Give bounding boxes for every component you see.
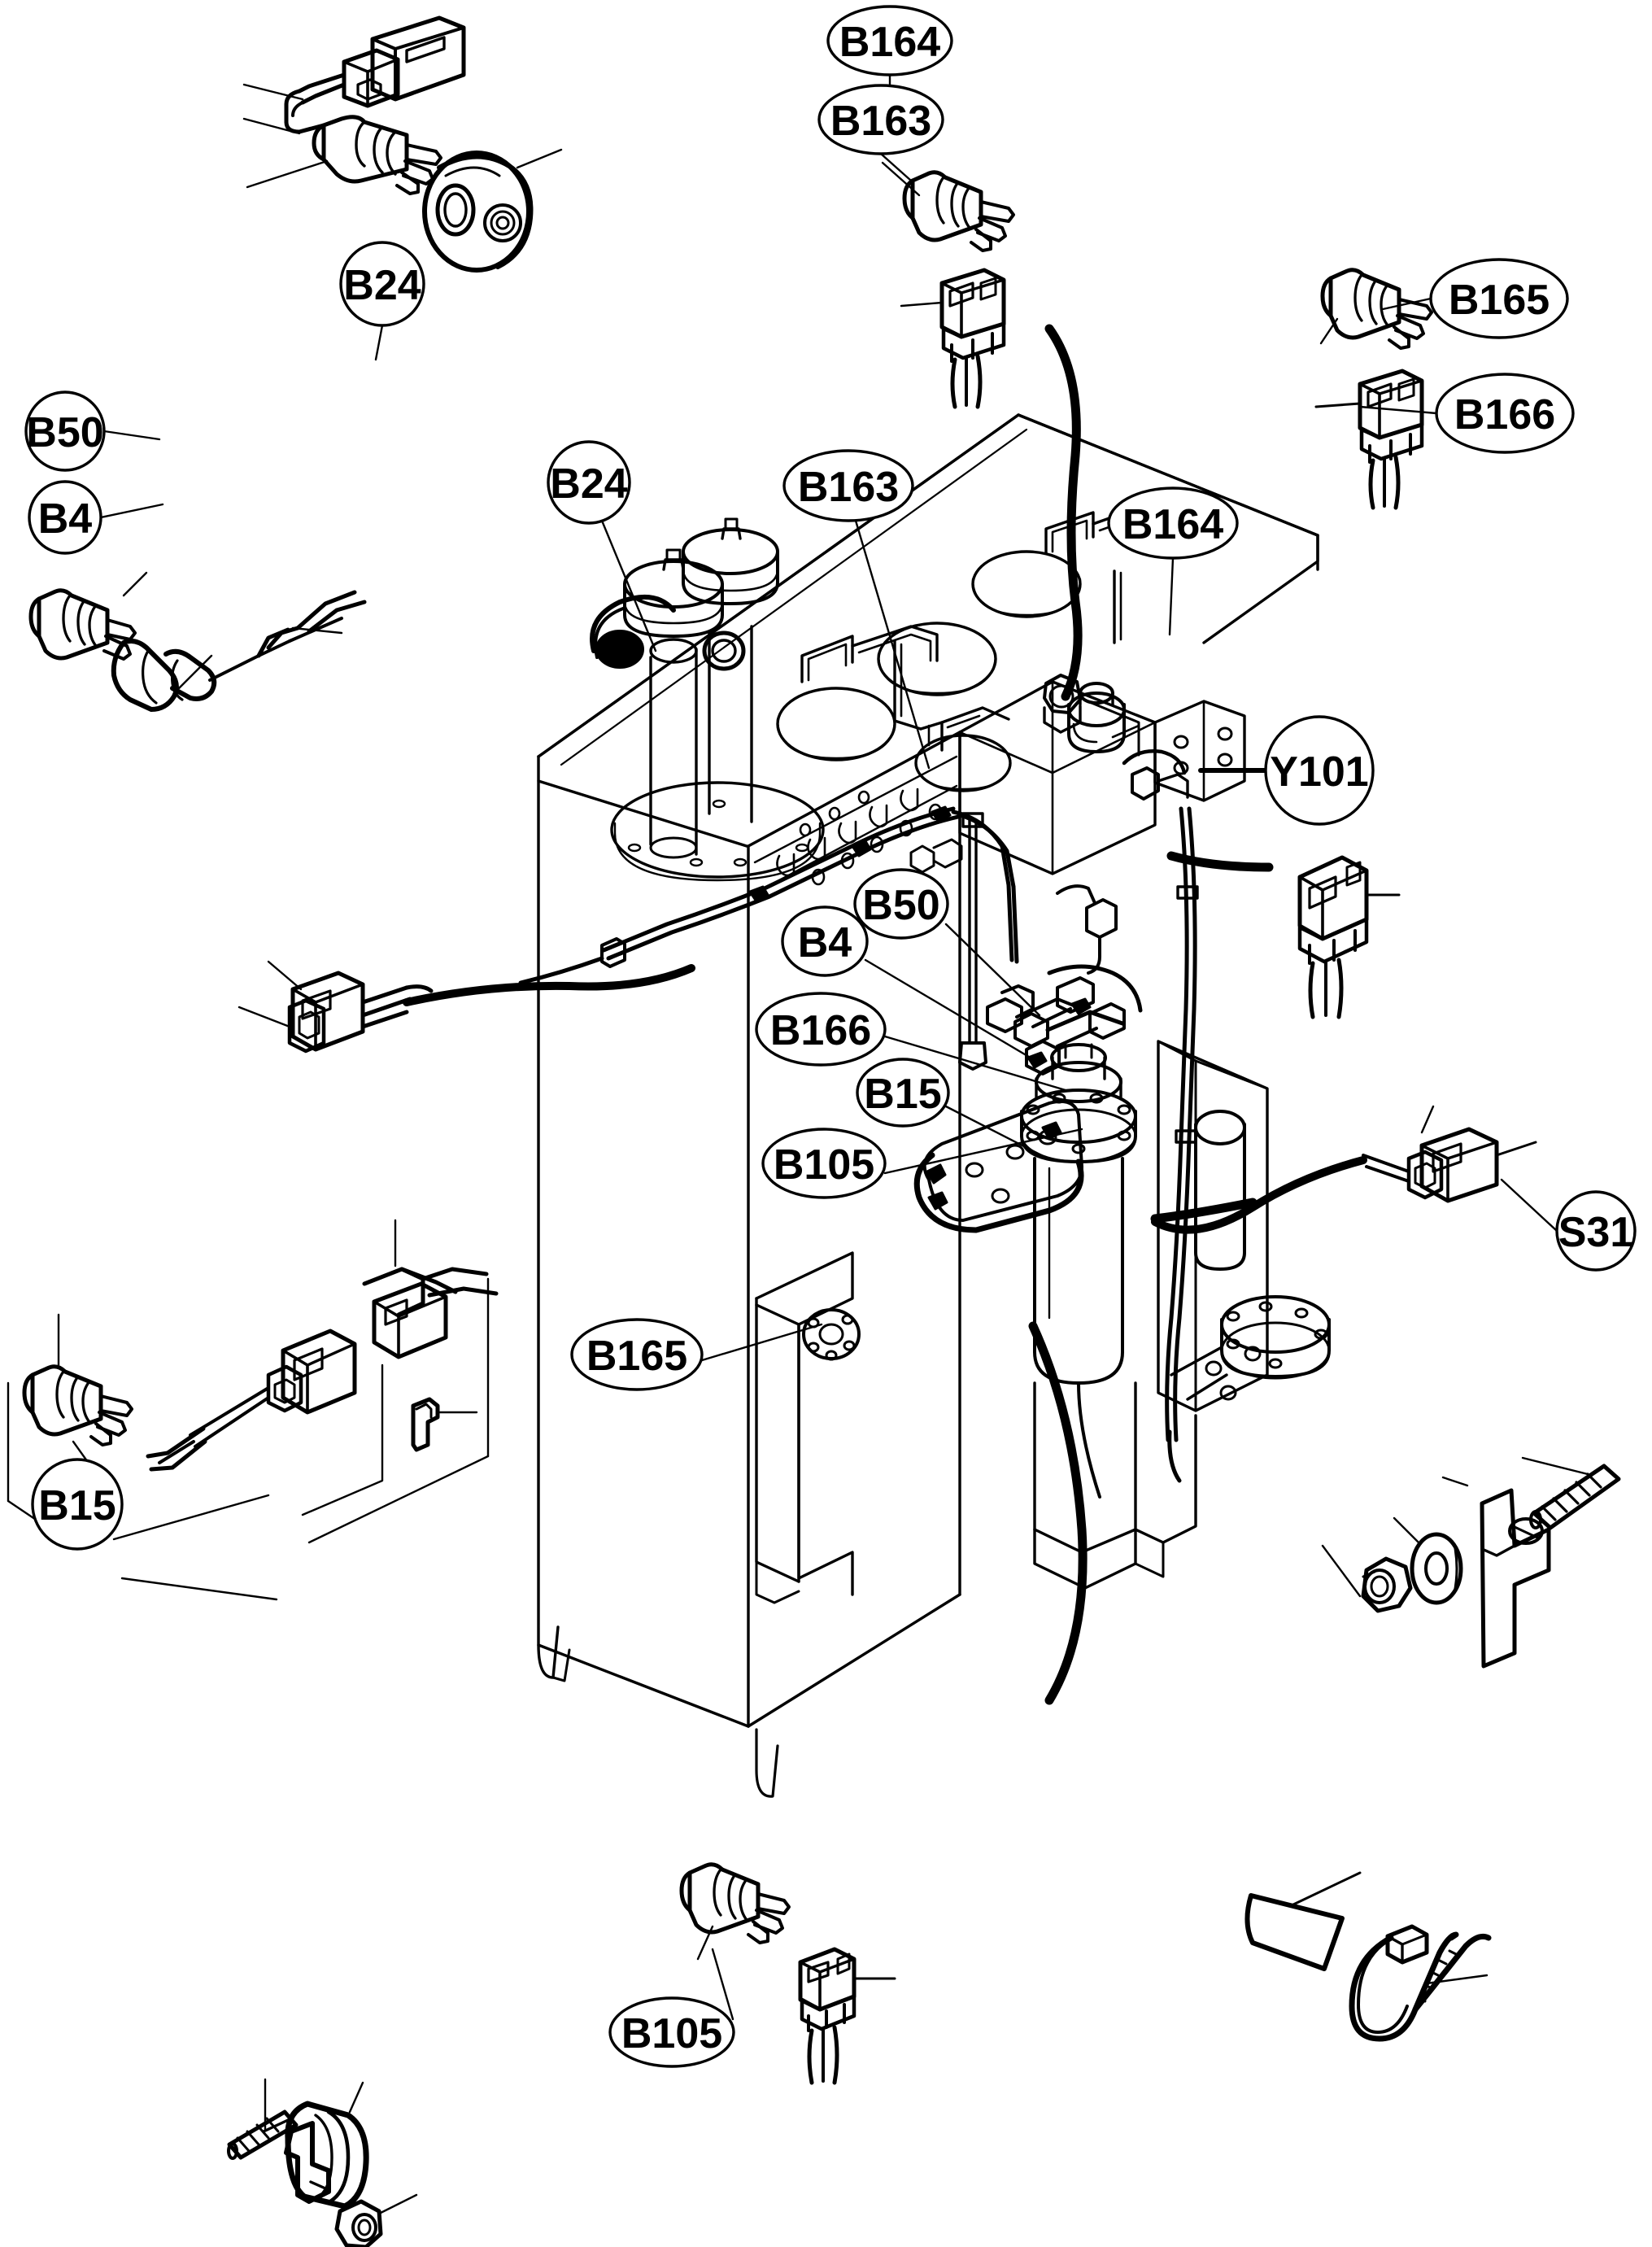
callout-b163-main[interactable]: B163 xyxy=(782,449,914,522)
part-b15-sensor xyxy=(7,1313,133,1531)
part-nut xyxy=(1321,1544,1413,1613)
callout-label: B4 xyxy=(798,919,852,966)
part-b105-connector xyxy=(798,1947,896,2085)
callout-b105-main[interactable]: B105 xyxy=(761,1128,887,1199)
callout-label: B165 xyxy=(586,1333,687,1380)
callout-b164-main[interactable]: B164 xyxy=(1107,486,1239,560)
callout-b15-main[interactable]: B15 xyxy=(856,1058,950,1128)
callout-label: Y101 xyxy=(1270,748,1368,796)
callout-label: B105 xyxy=(621,2010,722,2057)
part-b165-sensor xyxy=(1319,268,1433,350)
callout-b50-main[interactable]: B50 xyxy=(853,868,949,940)
part-b105-sensor xyxy=(679,1862,791,1961)
part-b163-connector xyxy=(900,268,1006,409)
callout-label: B163 xyxy=(830,98,931,145)
part-bolt xyxy=(1521,1456,1621,1530)
callout-label: B4 xyxy=(38,495,93,543)
callout-label: B164 xyxy=(1122,501,1223,548)
callout-b166-right[interactable]: B166 xyxy=(1435,373,1575,454)
callout-b165-main[interactable]: B165 xyxy=(570,1318,704,1391)
callout-b15-left[interactable]: B15 xyxy=(31,1458,124,1551)
callout-b4-main[interactable]: B4 xyxy=(781,905,869,977)
callout-label: B105 xyxy=(774,1141,874,1189)
callout-b24-main[interactable]: B24 xyxy=(547,440,631,525)
part-cable-clamp xyxy=(227,2078,418,2247)
part-cable-tie xyxy=(1349,1924,1492,2042)
part-b15-connector-pair xyxy=(112,1219,499,1601)
part-s31-connector xyxy=(1151,1105,1537,1234)
part-left-connector xyxy=(238,960,695,1054)
part-sleeve xyxy=(1244,1871,1362,1971)
part-b163-sensor xyxy=(881,161,1015,252)
part-b166-connector xyxy=(1314,369,1424,510)
part-bracket xyxy=(1441,1476,1551,1669)
callout-b50-left[interactable]: B50 xyxy=(24,390,106,472)
callout-label: B50 xyxy=(26,409,103,456)
callout-b163-top[interactable]: B163 xyxy=(817,84,944,155)
part-b15-terminal xyxy=(411,1397,478,1452)
callout-b165-right[interactable]: B165 xyxy=(1429,258,1569,339)
callout-label: B15 xyxy=(38,1482,116,1529)
callout-label: B165 xyxy=(1449,277,1550,324)
callout-b105-bottom[interactable]: B105 xyxy=(608,1996,735,2068)
callout-b164-top[interactable]: B164 xyxy=(826,5,953,76)
callout-bubbles: B164 B163 B165 B166 B24 B50 B4 B24 xyxy=(24,5,1637,2068)
callout-label: B50 xyxy=(862,882,939,929)
callout-label: B166 xyxy=(1454,391,1555,438)
part-y101-connector xyxy=(1297,855,1401,1019)
callout-y101[interactable]: Y101 xyxy=(1264,715,1375,826)
callout-label: B15 xyxy=(864,1071,941,1118)
callout-b24-topleft[interactable]: B24 xyxy=(339,241,425,327)
callout-label: B163 xyxy=(798,464,899,511)
part-b50-b4-sensor xyxy=(28,571,367,712)
part-b24-diaphragm xyxy=(422,148,563,273)
part-washer xyxy=(1393,1516,1463,1605)
callout-s31[interactable]: S31 xyxy=(1555,1190,1637,1272)
callout-b166-main[interactable]: B166 xyxy=(755,992,887,1067)
callout-label: B166 xyxy=(770,1007,871,1054)
callout-b4-left[interactable]: B4 xyxy=(28,480,102,555)
callout-label: B24 xyxy=(550,460,627,508)
callout-label: B164 xyxy=(839,19,940,66)
callout-label: S31 xyxy=(1558,1209,1634,1256)
part-b24-sensor-top xyxy=(242,15,466,195)
callout-label: B24 xyxy=(343,262,421,309)
